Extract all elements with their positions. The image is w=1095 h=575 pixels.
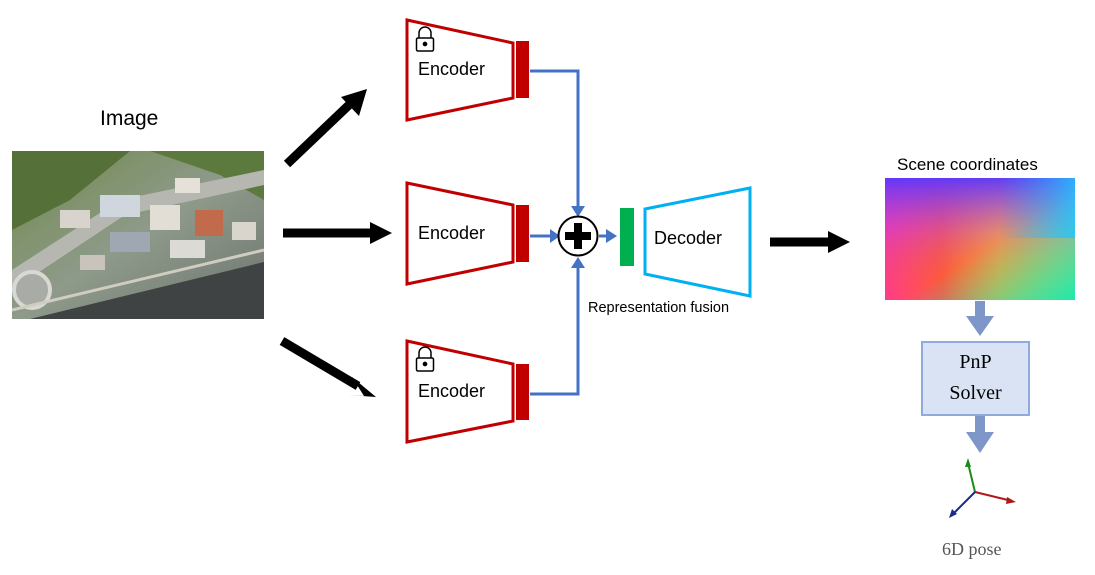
fusion-connectors (530, 69, 617, 396)
fusion-plus-icon (557, 215, 599, 257)
encoder-middle (405, 181, 529, 286)
input-arrows (279, 89, 392, 397)
flow-arrow-down (966, 301, 994, 336)
output-arrow (770, 231, 850, 253)
encoder-top-label: Encoder (418, 59, 486, 79)
aerial-image (11, 151, 265, 319)
representation-fusion-label: Representation fusion (588, 300, 730, 316)
encoder-middle-feature-bar (516, 205, 529, 262)
encoder-middle-label: Encoder (418, 223, 486, 243)
image-label: Image (100, 107, 159, 130)
encoder-top-feature-bar (516, 41, 529, 98)
encoder-bottom-label: Encoder (418, 381, 486, 401)
decoder-label: Decoder (654, 228, 723, 248)
flow-arrow-down (966, 416, 994, 453)
lock-icon (415, 346, 435, 372)
pnp-label: PnP (959, 351, 992, 373)
pnp-solver-box (921, 341, 1030, 416)
fused-feature-bar (620, 208, 634, 266)
6d-pose-label: 6D pose (942, 539, 1002, 559)
encoder-bottom-feature-bar (516, 364, 529, 420)
lock-icon (415, 26, 435, 52)
pose-axes-icon (949, 458, 1016, 518)
decoder-block (643, 186, 752, 298)
solver-label: Solver (949, 382, 1002, 404)
scene-coordinates-label: Scene coordinates (897, 155, 1038, 174)
scene-coordinates-map (885, 178, 1075, 300)
